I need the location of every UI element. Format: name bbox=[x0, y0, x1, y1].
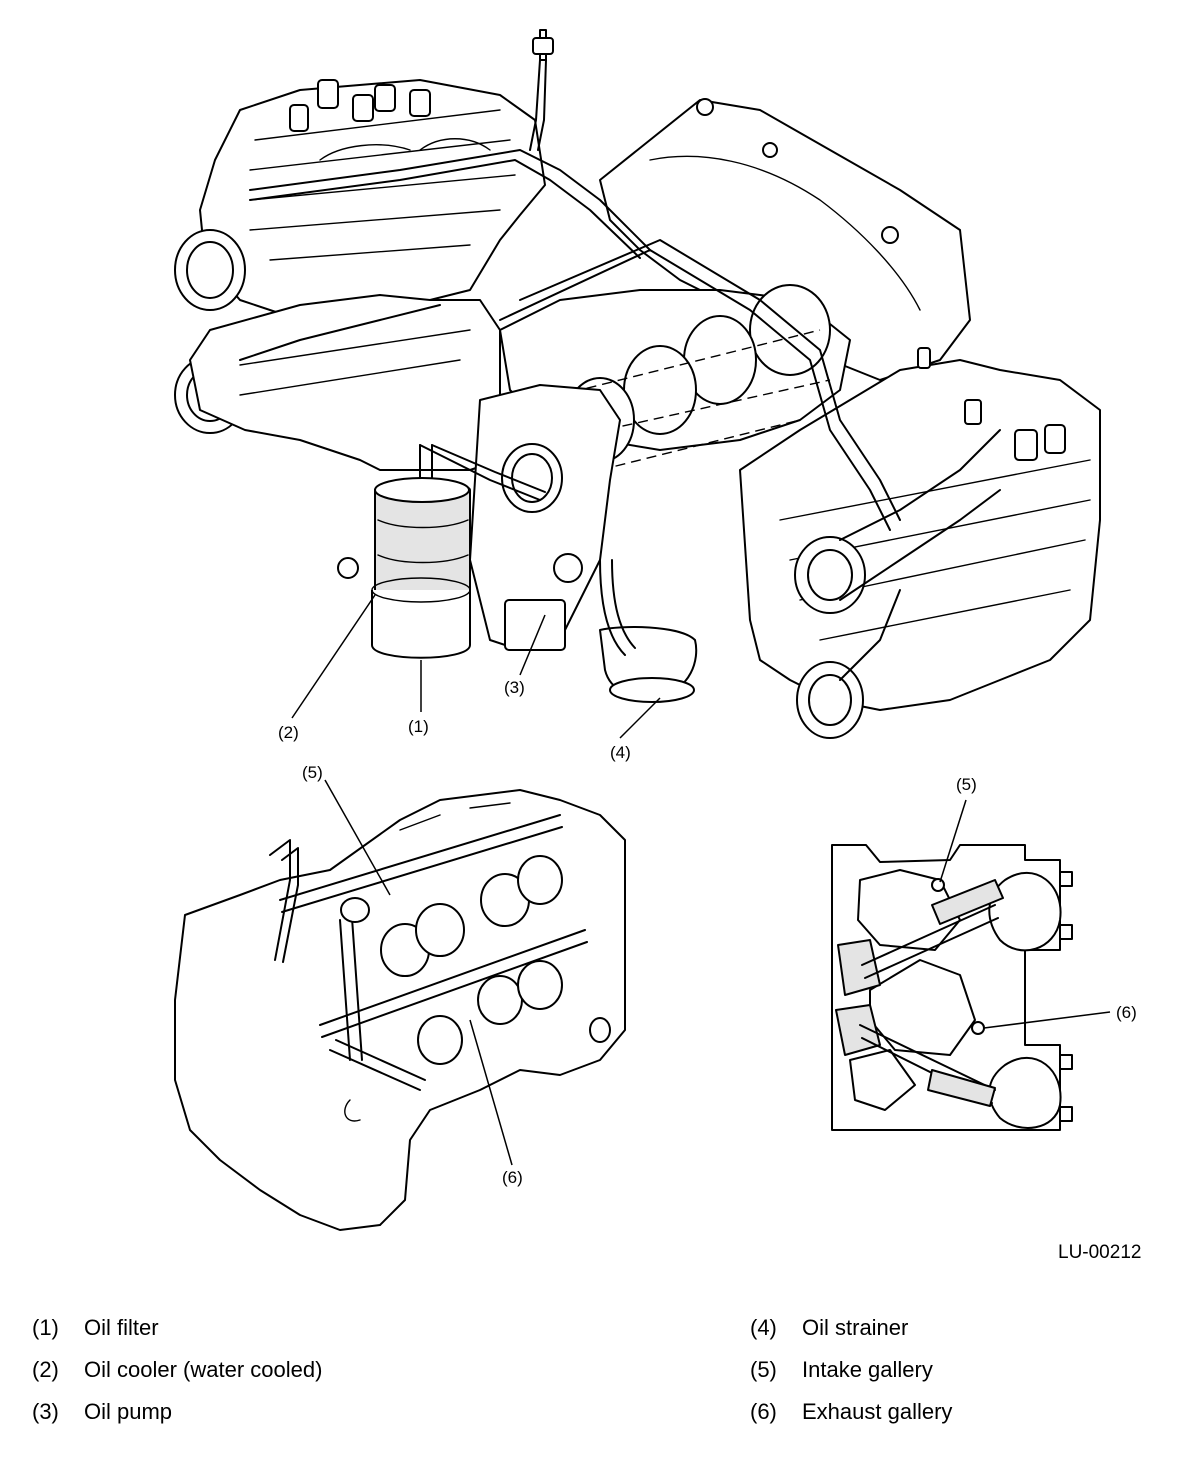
figure-id: LU-00212 bbox=[1058, 1242, 1141, 1263]
legend-label: Oil strainer bbox=[802, 1315, 909, 1340]
callout-6-right: (6) bbox=[1116, 1003, 1137, 1022]
legend-item: (2) Oil cooler (water cooled) bbox=[32, 1357, 322, 1399]
legend-label: Exhaust gallery bbox=[802, 1399, 953, 1424]
engine-assembly-drawing bbox=[174, 29, 1101, 739]
legend: (1) Oil filter (2) Oil cooler (water coo… bbox=[0, 1315, 1200, 1455]
legend-item: (3) Oil pump bbox=[32, 1399, 322, 1441]
legend-number: (4) bbox=[750, 1315, 777, 1340]
cylinder-head-cutaway-drawing bbox=[174, 789, 626, 1231]
callout-2: (2) bbox=[278, 723, 299, 742]
callout-1: (1) bbox=[408, 717, 429, 736]
cylinder-head-section-drawing bbox=[831, 844, 1073, 1131]
legend-number: (5) bbox=[750, 1357, 777, 1382]
callout-5-left: (5) bbox=[302, 763, 323, 782]
legend-item: (4) Oil strainer bbox=[750, 1315, 952, 1357]
legend-label: Oil pump bbox=[84, 1399, 173, 1424]
legend-item: (1) Oil filter bbox=[32, 1315, 322, 1357]
callout-5-right: (5) bbox=[956, 775, 977, 794]
legend-label: Oil filter bbox=[84, 1315, 159, 1340]
legend-column-left: (1) Oil filter (2) Oil cooler (water coo… bbox=[32, 1315, 322, 1441]
legend-label: Oil cooler (water cooled) bbox=[84, 1357, 323, 1382]
legend-item: (6) Exhaust gallery bbox=[750, 1399, 952, 1441]
legend-number: (2) bbox=[32, 1357, 59, 1382]
legend-item: (5) Intake gallery bbox=[750, 1357, 952, 1399]
legend-label: Intake gallery bbox=[802, 1357, 933, 1382]
callout-6-left: (6) bbox=[502, 1168, 523, 1187]
legend-column-right: (4) Oil strainer (5) Intake gallery (6) … bbox=[750, 1315, 952, 1441]
legend-number: (1) bbox=[32, 1315, 59, 1340]
lubrication-system-illustration: (1) (2) (3) (4) (5) (6) bbox=[174, 29, 1141, 1263]
callout-3: (3) bbox=[504, 678, 525, 697]
legend-number: (3) bbox=[32, 1399, 59, 1424]
legend-number: (6) bbox=[750, 1399, 777, 1424]
callout-4: (4) bbox=[610, 743, 631, 762]
